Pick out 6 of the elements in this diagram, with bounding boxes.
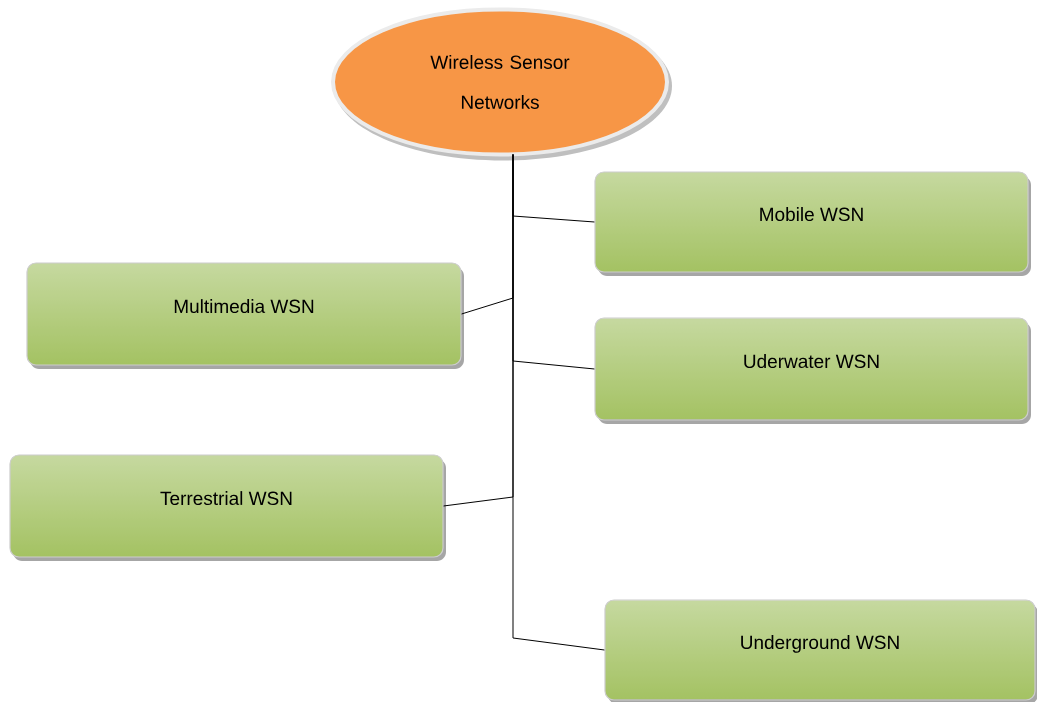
category-box: Underground WSN [604,599,1037,702]
category-box: Multimedia WSN [26,262,464,369]
category-box: Uderwater WSN [594,317,1031,424]
category-box: Mobile WSN [594,171,1031,276]
category-box: Terrestrial WSN [9,454,446,561]
connector-line [512,154,605,651]
